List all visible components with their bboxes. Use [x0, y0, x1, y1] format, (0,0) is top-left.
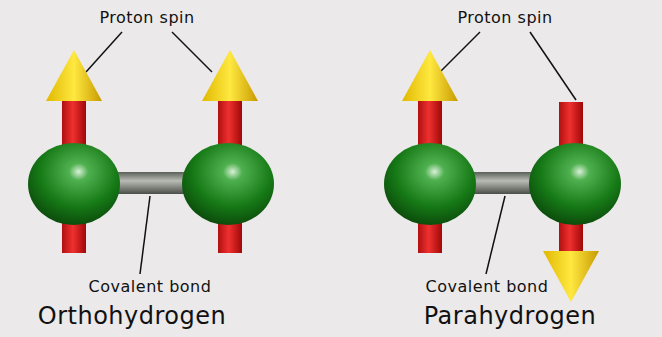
- parahydrogen-molecule: [384, 50, 621, 302]
- bond-label: Covalent bond: [426, 277, 549, 296]
- orthohydrogen-molecule: [28, 50, 274, 253]
- molecule-title: Orthohydrogen: [38, 302, 226, 331]
- bond-label: Covalent bond: [89, 277, 212, 296]
- spin-label: Proton spin: [99, 8, 194, 27]
- leader-lines: [86, 32, 576, 274]
- spin-label: Proton spin: [457, 8, 552, 27]
- molecule-title: Parahydrogen: [424, 302, 597, 331]
